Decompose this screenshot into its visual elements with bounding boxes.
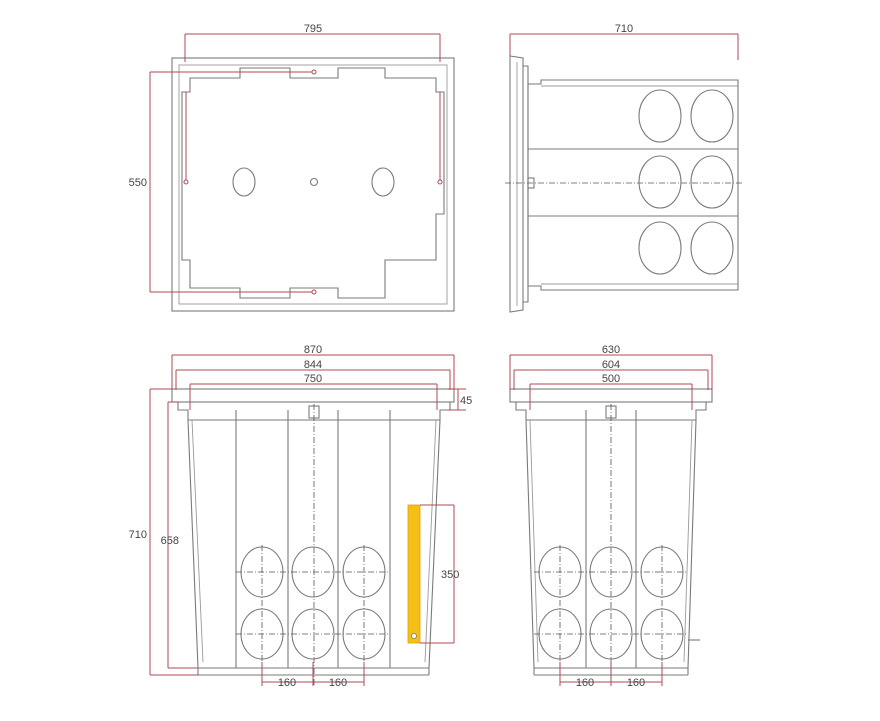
top-view-hole-left (232, 167, 256, 197)
dim-label-350: 350 (441, 569, 459, 581)
front-view-flange (171, 388, 455, 403)
dim-label-160: 160 (329, 677, 347, 689)
top-view-pin-bottom (311, 289, 317, 295)
dim-label-795: 795 (304, 23, 322, 35)
top-view-pin-right (437, 179, 443, 185)
dimension-front-spacing: 160 160 (261, 662, 365, 689)
side-view-body (527, 79, 739, 291)
side-view-hole (690, 155, 734, 209)
dim-label-160: 160 (627, 677, 645, 689)
side-view-rim (523, 65, 529, 303)
side-view (505, 55, 742, 313)
side-view-hole (638, 89, 682, 143)
dimension-side-width: 710 (509, 23, 739, 60)
top-view-center-hole (309, 177, 319, 187)
end-view-knockout-holes (534, 545, 688, 662)
dim-label-604: 604 (602, 359, 620, 371)
side-view-hole (690, 221, 734, 275)
dim-label-160: 160 (278, 677, 296, 689)
top-view-hole-right (371, 167, 395, 197)
dim-label-45: 45 (460, 395, 472, 407)
dim-label-630: 630 (602, 344, 620, 356)
dim-label-750: 750 (304, 373, 322, 385)
end-view-flange (509, 388, 713, 403)
top-view (171, 57, 455, 312)
dim-label-844: 844 (304, 359, 322, 371)
dimension-end-spacing: 160 160 (559, 662, 663, 689)
dim-label-160: 160 (576, 677, 594, 689)
dim-label-710: 710 (615, 23, 633, 35)
dim-label-500: 500 (602, 373, 620, 385)
end-view (509, 388, 713, 686)
dimension-front-lip: 45 (448, 388, 472, 411)
highlight-bar (407, 504, 421, 644)
side-view-hole (638, 221, 682, 275)
top-view-inner-contour (181, 67, 445, 299)
dim-label-710-height: 710 (129, 529, 147, 541)
dimension-knockout-zone: 350 (420, 504, 459, 644)
top-view-pin-left (183, 179, 189, 185)
side-view-hole (690, 89, 734, 143)
side-view-flange (509, 55, 524, 313)
top-view-pin-top (311, 69, 317, 75)
front-view-knockout-holes (236, 545, 390, 662)
dimension-front-widths: 870 844 750 (171, 344, 455, 410)
dimension-top-height: 550 (129, 71, 240, 293)
top-view-outer-rim (171, 57, 455, 312)
front-view (171, 388, 455, 686)
dim-label-870: 870 (304, 344, 322, 356)
dim-label-550: 550 (129, 177, 147, 189)
dim-label-658: 658 (161, 535, 179, 547)
dimension-end-widths: 630 604 500 (509, 344, 713, 410)
side-view-hole (638, 155, 682, 209)
dimension-front-heights: 710 658 (129, 388, 198, 676)
dimension-top-width: 795 (184, 23, 441, 62)
top-view-inner-rim (178, 64, 448, 305)
